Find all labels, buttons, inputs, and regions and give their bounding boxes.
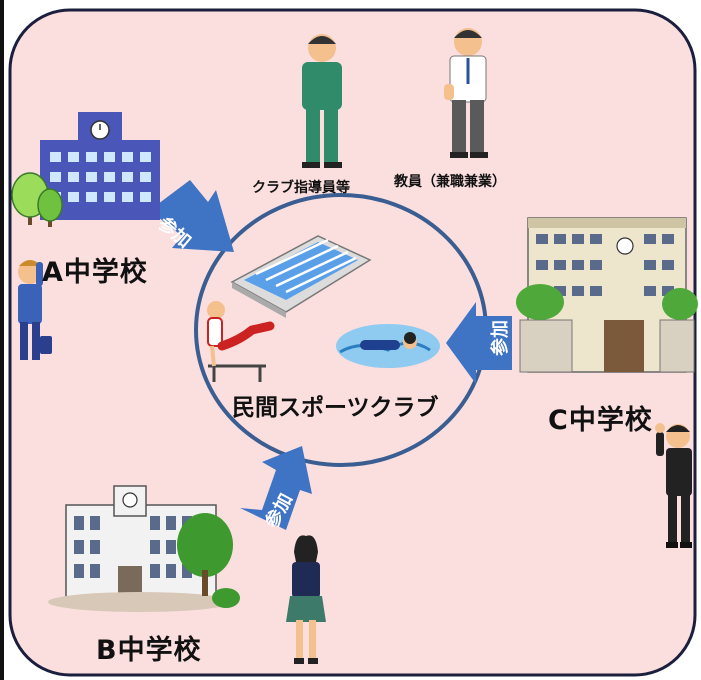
school-a-label: A中学校 [42,257,148,288]
teacher-figure [444,28,488,158]
student-a-figure [18,260,52,360]
student-c-figure [655,423,692,548]
school-b-building [48,485,240,612]
student-b-figure [286,535,326,664]
school-c-label: C中学校 [548,405,653,436]
coach-label: クラブ指導員等 [252,180,350,196]
teacher-label: 教員（兼職兼業） [394,174,506,190]
coach-figure [302,34,342,168]
school-c-building [516,217,698,373]
school-b-label: B中学校 [96,635,202,666]
pool-icon [230,235,372,318]
club-label: 民間スポーツクラブ [232,395,439,421]
frame-left-edge [0,0,4,680]
arrow-c [446,302,512,384]
gymnast-icon [207,301,275,382]
arrow-b [240,446,312,530]
arrow-c-label: 参加 [490,320,511,356]
arrow-a [150,180,234,252]
tree-icon [11,172,63,227]
swimmer-icon [336,324,440,368]
